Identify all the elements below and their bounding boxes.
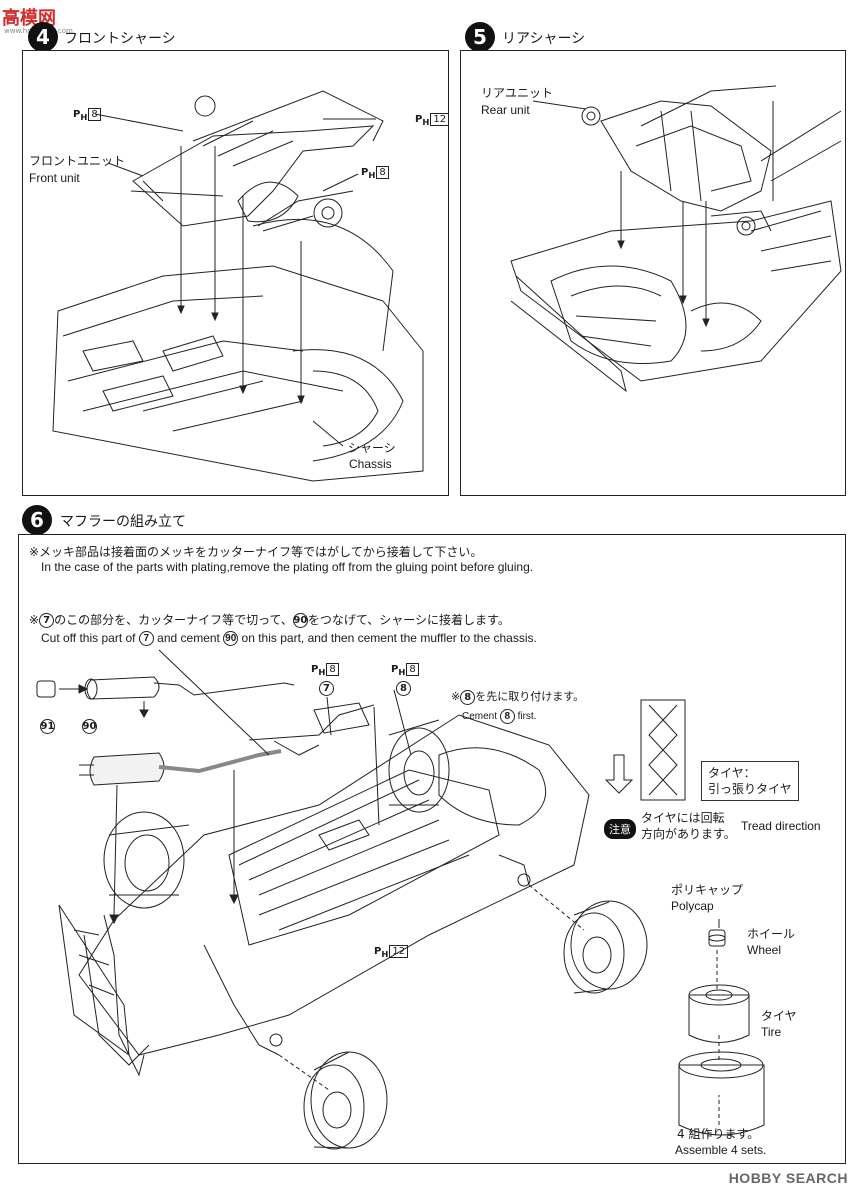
- step-6-title: マフラーの組み立て: [60, 514, 186, 530]
- part-number-91: 91: [40, 719, 55, 734]
- tire-label-jp: タイヤ: [761, 1009, 797, 1023]
- step-6-number: 6: [22, 505, 52, 535]
- cut-note-en: Cut off this part of 7 and cement 90 on …: [41, 631, 537, 647]
- part-number-8: 8: [396, 681, 411, 696]
- cut-note-jp-mark: ※: [29, 613, 40, 627]
- part-number-7: 7: [319, 681, 334, 696]
- cut-note-en-mid: and cement: [153, 631, 224, 645]
- chassis-label-en: Chassis: [349, 457, 392, 471]
- part-number-90: 90: [82, 719, 97, 734]
- step-5-title: リアシャーシ: [502, 31, 586, 47]
- cut-note-en-start: Cut off this part of: [41, 631, 139, 645]
- wheel-label-en: Wheel: [747, 943, 782, 957]
- cut-note-jp-end: をつなげて、シャーシに接着します。: [307, 613, 510, 627]
- plating-note-en: In the case of the parts with plating,re…: [41, 560, 534, 574]
- cement-first-note-en: Cement 8 first.: [462, 709, 537, 724]
- tread-note-jp1: タイヤには回転: [641, 811, 725, 825]
- tire-label-en: Tire: [761, 1025, 782, 1039]
- part-ref-90-en: 90: [223, 631, 239, 647]
- chassis-label-jp: シャーシ: [348, 441, 396, 455]
- step-4-title: フロントシャーシ: [64, 31, 176, 47]
- step-5-panel: リアユニット Rear unit: [460, 50, 846, 496]
- tire-type-line2: 引っ張りタイヤ: [708, 782, 792, 796]
- cut-note-en-end: on this part, and then cement the muffle…: [238, 631, 537, 645]
- polycap-label-jp: ポリキャップ: [671, 883, 744, 897]
- hobby-search-watermark: HOBBY SEARCH: [728, 1170, 848, 1186]
- step-5-number: 5: [465, 22, 495, 52]
- plating-note-jp: ※メッキ部品は接着面のメッキをカッターナイフ等ではがしてから接着して下さい。: [29, 545, 483, 559]
- front-unit-label-jp: フロントユニット: [29, 154, 126, 168]
- muffler-assembly-illustration: [36, 649, 765, 1150]
- assemble-label-en: Assemble 4 sets.: [675, 1143, 767, 1157]
- part-ref-8: 8: [460, 689, 476, 705]
- tread-note-en: Tread direction: [741, 819, 821, 833]
- part-ref-90: 90: [292, 613, 308, 628]
- part-ref-7-en: 7: [138, 631, 154, 647]
- tire-type-box: タイヤ： 引っ張りタイヤ: [701, 761, 799, 801]
- rear-unit-label-jp: リアユニット: [481, 86, 554, 100]
- wheel-label-jp: ホイール: [747, 927, 796, 941]
- step-4-number: 4: [28, 22, 58, 52]
- cut-note-jp-mid: のこの部分を、カッターナイフ等で切って、: [54, 613, 293, 627]
- part-ref-8-en: 8: [499, 709, 515, 724]
- caution-badge: 注意: [604, 819, 636, 839]
- part-ref-7: 7: [39, 613, 55, 628]
- step-6-panel: ※メッキ部品は接着面のメッキをカッターナイフ等ではがしてから接着して下さい。 I…: [18, 534, 846, 1164]
- front-unit-label-en: Front unit: [29, 171, 80, 185]
- rear-chassis-illustration: [510, 85, 842, 393]
- polycap-label-en: Polycap: [671, 899, 714, 913]
- tire-type-line1: タイヤ：: [708, 766, 756, 780]
- front-chassis-illustration: [52, 90, 424, 482]
- assemble-label-jp: 4 組作ります。: [677, 1127, 760, 1141]
- rear-unit-label-en: Rear unit: [481, 103, 530, 117]
- tread-note-jp2: 方向があります。: [641, 827, 736, 841]
